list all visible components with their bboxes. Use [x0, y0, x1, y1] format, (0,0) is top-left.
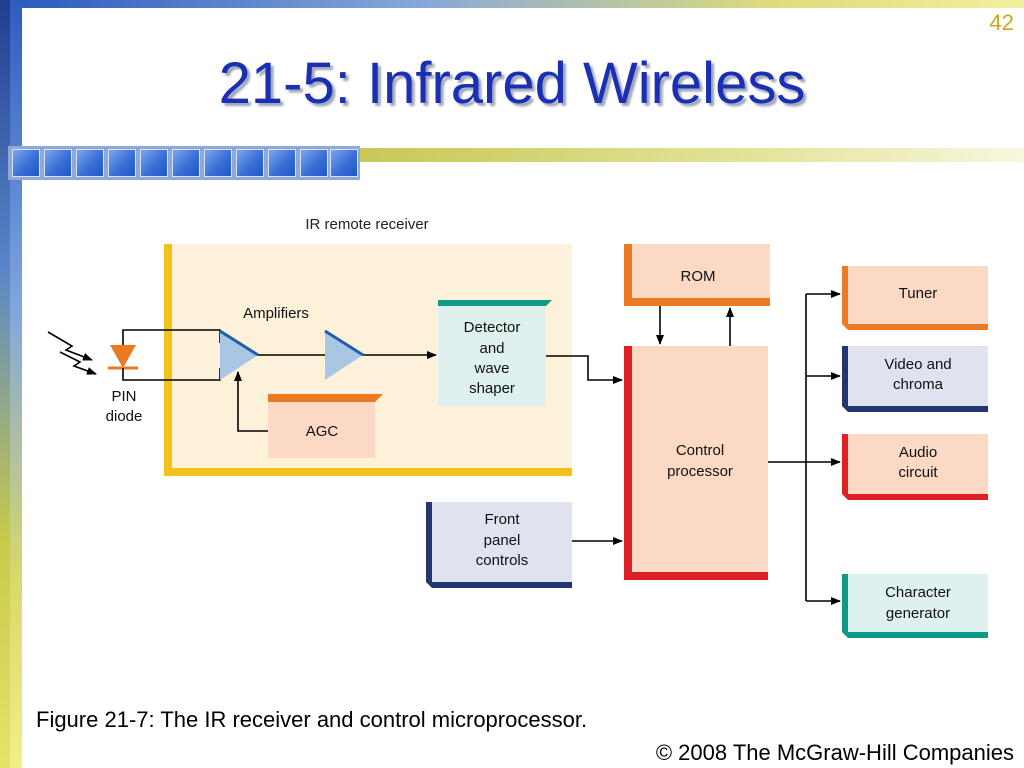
- agc-label: AGC: [306, 423, 339, 440]
- tuner-box: [848, 266, 988, 324]
- pin-label-line1: PIN: [111, 388, 136, 405]
- wire-agc-feedback: [234, 371, 268, 432]
- character-box: [848, 574, 988, 632]
- video-chroma-block: Video and chroma: [842, 346, 988, 412]
- pin-diode-triangle-icon: [110, 345, 136, 368]
- amplifier-1: [219, 329, 259, 380]
- video-box: [848, 346, 988, 406]
- front-panel-block: Front panel controls: [426, 502, 572, 588]
- amplifier-edge: [219, 329, 259, 357]
- agc-block: AGC: [268, 394, 383, 458]
- copyright-notice: © 2008 The McGraw-Hill Companies: [655, 740, 1014, 765]
- rom-label: ROM: [681, 268, 716, 285]
- decorative-square: [236, 149, 264, 177]
- front-panel-label-line1: Front: [484, 511, 520, 528]
- character-label-line2: generator: [886, 605, 950, 622]
- pin-label-line2: diode: [106, 408, 143, 425]
- wire-detector-control: [546, 355, 623, 384]
- output-bus: [768, 290, 841, 605]
- control-box: [632, 346, 768, 572]
- audio-box: [848, 434, 988, 494]
- decorative-square-strip: [8, 146, 360, 180]
- amplifiers-label: Amplifiers: [243, 305, 309, 322]
- front-panel-box: [432, 502, 572, 582]
- decorative-square: [76, 149, 104, 177]
- control-label-line2: processor: [667, 463, 733, 480]
- character-generator-block: Character generator: [842, 574, 988, 638]
- detector-label-line4: shaper: [469, 380, 515, 397]
- slide-number: 42: [989, 10, 1014, 35]
- decorative-square: [204, 149, 232, 177]
- audio-label-line2: circuit: [898, 464, 938, 481]
- video-label-line2: chroma: [893, 376, 944, 393]
- rom-box: [632, 244, 770, 298]
- decorative-square: [44, 149, 72, 177]
- detector-block: Detector and wave shaper: [438, 300, 552, 406]
- rom-block: ROM: [624, 244, 770, 306]
- decorative-square: [140, 149, 168, 177]
- character-label-line1: Character: [885, 584, 951, 601]
- receiver-label: IR remote receiver: [305, 216, 428, 233]
- slide-title: 21-5: Infrared Wireless: [218, 51, 806, 116]
- ir-ray: [59, 351, 97, 375]
- amplifier-triangle-icon: [220, 330, 258, 380]
- decorative-square: [330, 149, 358, 177]
- audio-circuit-block: Audio circuit: [842, 434, 988, 500]
- amplifier-2: [324, 329, 364, 380]
- ir-light-rays: [47, 331, 97, 375]
- decorative-square: [300, 149, 328, 177]
- figure-caption: Figure 21-7: The IR receiver and control…: [36, 707, 588, 732]
- detector-box: [438, 306, 546, 406]
- decorative-square: [12, 149, 40, 177]
- left-accent-bar: [0, 0, 10, 768]
- ir-ray: [47, 331, 93, 361]
- left-accent-bar-inner: [10, 0, 22, 768]
- decorative-square: [172, 149, 200, 177]
- front-panel-label-line2: panel: [484, 532, 521, 549]
- top-accent-bar: [22, 0, 1024, 8]
- detector-label-line1: Detector: [464, 319, 521, 336]
- audio-label-line1: Audio: [899, 444, 937, 461]
- front-panel-label-line3: controls: [476, 552, 529, 569]
- control-processor-block: Control processor: [624, 346, 768, 580]
- detector-label-line3: wave: [473, 360, 509, 377]
- title-underline-rule: [360, 148, 1024, 162]
- amplifier-triangle-icon: [325, 330, 363, 380]
- detector-label-line2: and: [479, 340, 504, 357]
- tuner-block: Tuner: [842, 266, 988, 330]
- video-label-line1: Video and: [884, 356, 951, 373]
- tuner-label: Tuner: [899, 285, 938, 302]
- control-label-line1: Control: [676, 442, 724, 459]
- agc-box: [268, 402, 375, 458]
- amplifier-edge: [324, 329, 364, 357]
- decorative-square: [268, 149, 296, 177]
- decorative-square: [108, 149, 136, 177]
